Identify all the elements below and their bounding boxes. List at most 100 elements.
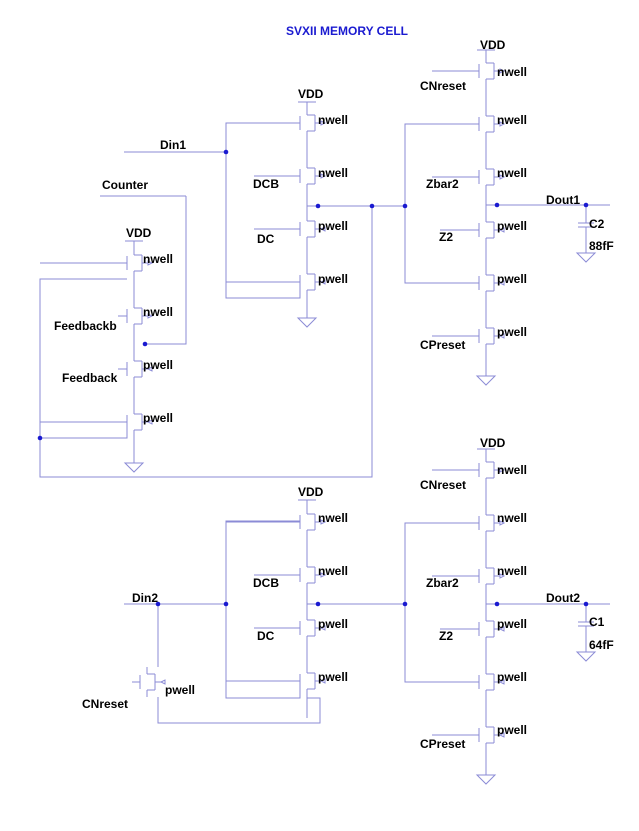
label-feedback: Feedback [62,371,118,385]
pwell-arrow [320,519,327,525]
label-pwell: pwell [497,325,527,339]
nwell-arrow [159,679,166,685]
pwell-arrow [147,260,154,266]
junction-dot [494,202,500,208]
nwell-arrow [498,333,505,339]
label-nwell: nwell [497,65,527,79]
nwell-arrow [146,366,153,372]
pwell-arrow [499,121,506,127]
label-nwell: nwell [497,463,527,477]
pwell-arrow [499,174,506,180]
label-vdd-bottom-right: VDD [480,436,506,450]
label-cpreset-top: CPreset [420,338,465,352]
label-pwell: pwell [497,219,527,233]
junction-dot [402,601,408,607]
label-pwell: pwell [318,272,348,286]
nwell-arrow [319,226,326,232]
nwell-arrow [498,679,505,685]
ground-symbol [575,252,597,263]
wire [225,520,300,604]
label-nwell: nwell [318,113,348,127]
junction-dot [223,601,229,607]
junction-dot [142,341,148,347]
junction-dot [369,203,375,209]
label-pwell: pwell [143,411,173,425]
nwell-arrow [319,625,326,631]
schematic-title: SVXII MEMORY CELL [286,24,408,38]
label-nwell: nwell [143,252,173,266]
label-pwell: pwell [318,617,348,631]
wire [40,422,128,439]
nwell-arrow [498,626,505,632]
circuit-wires [39,49,610,785]
label-dc-top: DC [257,232,275,246]
label-nwell: nwell [318,511,348,525]
label-c1-value: 64fF [589,638,614,652]
label-zbar2-bottom: Zbar2 [426,576,459,590]
label-c2-value: 88fF [589,239,614,253]
ground-symbol [475,774,497,785]
circuit-labels: SVXII MEMORY CELL VDD Din1 nwell DCB nwe… [54,24,614,751]
label-cnreset-bottom-left: CNreset [82,697,128,711]
label-vdd-latch: VDD [126,226,152,240]
label-nwell: nwell [497,511,527,525]
label-din2: Din2 [132,591,158,605]
label-vdd-top-middle: VDD [298,87,324,101]
ground-symbol [475,375,497,386]
nwell-arrow [146,419,153,425]
label-dout2: Dout2 [546,591,580,605]
label-vdd-bottom-middle: VDD [298,485,324,499]
wire [225,604,301,699]
pwell-arrow [320,120,327,126]
label-c2: C2 [589,217,605,231]
nwell-arrow [319,279,326,285]
wire [145,196,187,345]
label-dcb-bottom: DCB [253,576,279,590]
label-pwell: pwell [497,670,527,684]
label-nwell: nwell [497,166,527,180]
label-pwell: pwell [318,670,348,684]
label-pwell: pwell [497,723,527,737]
junction-dot [583,202,589,208]
wire [404,123,478,205]
label-nwell: nwell [143,305,173,319]
wire [157,697,321,724]
junction-dot [494,601,500,607]
nwell-arrow [498,280,505,286]
pwell-arrow [499,520,506,526]
ground-symbol [296,317,318,328]
label-c1: C1 [589,615,605,629]
label-cnreset-bottom-right: CNreset [420,478,466,492]
label-cpreset-bottom: CPreset [420,737,465,751]
label-nwell: nwell [318,166,348,180]
junction-dot [583,601,589,607]
junction-dot [223,149,229,155]
label-nwell: nwell [497,564,527,578]
wire [39,206,373,478]
junction-dot [315,601,321,607]
wire [404,604,478,683]
pwell-arrow [320,572,327,578]
junction-dot [315,203,321,209]
label-nwell: nwell [497,113,527,127]
label-z2-bottom: Z2 [439,629,453,643]
label-pwell: pwell [143,358,173,372]
pwell-arrow [499,467,506,473]
label-cnreset-top: CNreset [420,79,466,93]
pwell-arrow [499,573,506,579]
wire [39,278,127,438]
label-zbar2-top: Zbar2 [426,177,459,191]
junction-dot [37,435,43,441]
ground-symbol [123,462,145,473]
label-dcb-top: DCB [253,177,279,191]
label-pwell: pwell [497,272,527,286]
nwell-arrow [319,678,326,684]
ground-symbol [575,651,597,662]
pwell-arrow [320,173,327,179]
label-pwell: pwell [318,219,348,233]
label-pwell: pwell [165,683,195,697]
label-din1: Din1 [160,138,186,152]
nwell-arrow [498,732,505,738]
wire [225,122,300,152]
